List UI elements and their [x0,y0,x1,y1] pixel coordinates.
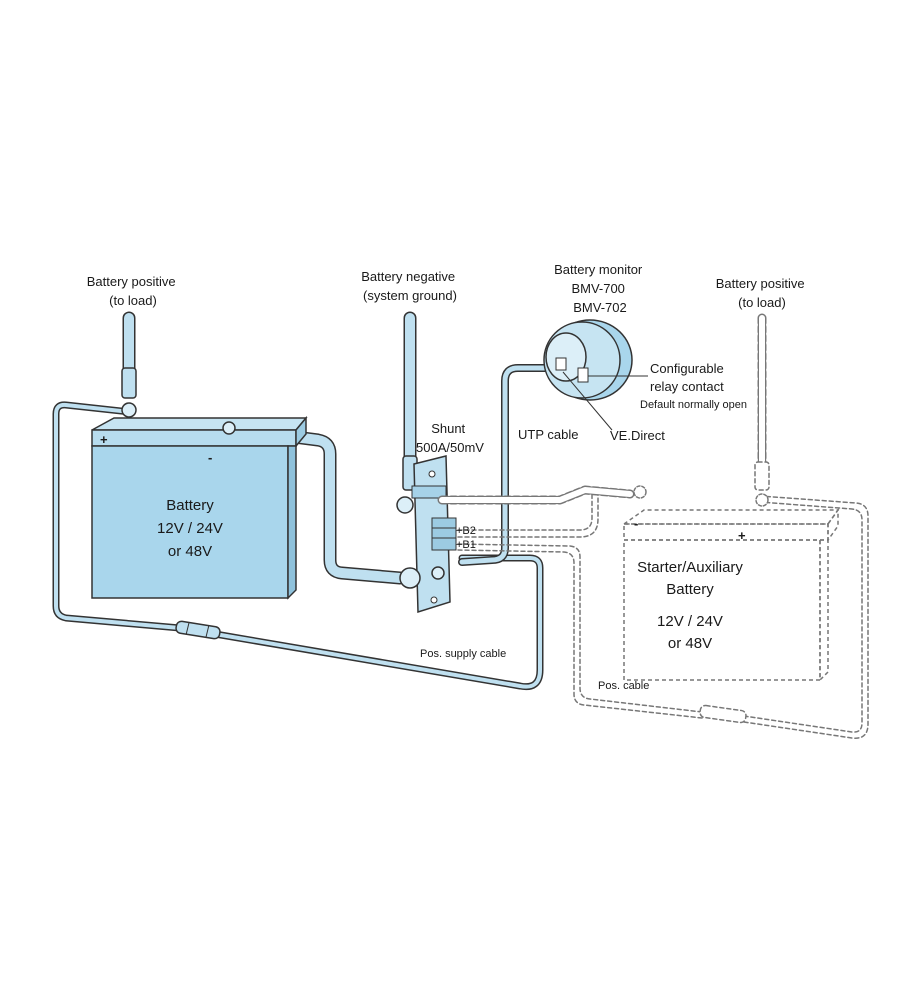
dashed-cables [437,313,869,739]
main-battery-minus: - [208,450,212,465]
starter-battery-voltage2: or 48V [668,635,712,652]
label-pos-supply-cable: Pos. supply cable [420,648,506,660]
main-battery-voltage: 12V / 24V [157,520,223,537]
battery-negative-cable [233,423,407,585]
main-battery-plus: + [100,432,108,447]
inline-fuse [175,620,221,640]
label-ve-direct: VE.Direct [610,428,665,443]
main-battery: + - Battery 12V / 24V or 48V [91,415,308,600]
label-battery-negative: Battery negative (system ground) [361,269,459,303]
starter-inline-fuse [699,704,747,724]
label-battery-positive-left: Battery positive (to load) [87,274,180,308]
solid-cables [52,311,559,691]
starter-battery-text: - + Starter/Auxiliary Battery 12V / 24V … [634,516,746,652]
label-battery-monitor: Battery monitor BMV-700 BMV-702 [554,262,646,315]
relay-port [577,367,589,383]
main-battery-title: Battery [166,497,214,514]
starter-battery-title2: Battery [666,581,714,598]
label-b1: +B1 [456,539,476,551]
label-utp-cable: UTP cable [518,427,578,442]
starter-battery-plus: + [738,528,746,543]
label-relay-default: Default normally open [640,399,747,411]
label-pos-cable: Pos. cable [598,680,649,692]
starter-battery [621,507,840,682]
shunt [396,455,457,614]
pos-supply-cable [52,401,544,691]
starter-negative-cable [437,485,635,505]
label-battery-positive-right: Battery positive (to load) [716,276,809,310]
ve-direct-port [555,357,567,371]
starter-battery-minus: - [634,516,638,531]
starter-battery-title: Starter/Auxiliary [637,559,743,576]
battery-positive-right-cable [754,313,770,507]
starter-battery-voltage: 12V / 24V [657,613,723,630]
label-configurable-relay: Configurable relay contact [650,361,727,394]
labels: Battery positive (to load) Battery negat… [87,262,809,692]
battery-positive-left-cable [121,311,137,418]
main-battery-voltage2: or 48V [168,543,212,560]
label-b2: +B2 [456,525,476,537]
label-shunt: Shunt 500A/50mV [416,421,484,455]
utp-cable [458,364,559,566]
battery-monitor [543,319,648,431]
